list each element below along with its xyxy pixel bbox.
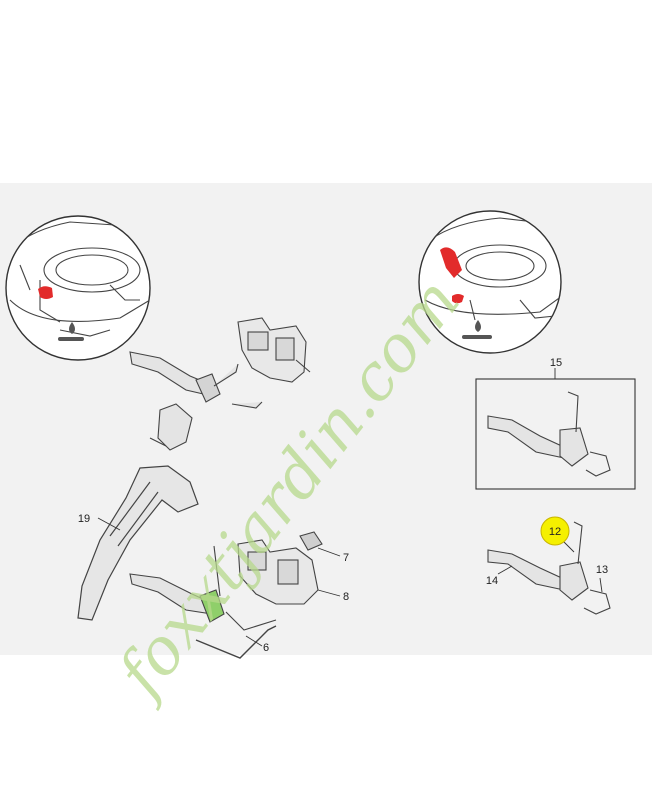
red-lever-right (440, 247, 462, 278)
handle-housing-part-19 (77, 465, 199, 621)
fuel-drop-icon-left (58, 322, 84, 341)
middle-carburettor-housing (237, 531, 323, 605)
callout-8: 8 (343, 591, 349, 603)
middle-throttle-arm (129, 545, 277, 659)
callout-14: 14 (486, 575, 498, 587)
red-marker-left (38, 286, 53, 299)
detail-circle-left (5, 215, 151, 361)
callout-12: 12 (549, 526, 561, 538)
upper-throttle-arm (129, 351, 263, 451)
kit-box-part-15 (475, 378, 636, 490)
throttle-assembly-parts-12-13-14 (487, 521, 611, 615)
callout-6: 6 (263, 642, 269, 654)
fuel-drop-icon-right (462, 320, 492, 339)
callout-7: 7 (343, 552, 349, 564)
callout-12-highlight (540, 516, 570, 546)
detail-circle-right (418, 210, 562, 354)
callout-15: 15 (550, 357, 562, 369)
callout-13: 13 (596, 564, 608, 576)
upper-carburettor-housing (237, 317, 311, 383)
callout-19: 19 (78, 513, 90, 525)
red-marker-right (452, 294, 464, 304)
